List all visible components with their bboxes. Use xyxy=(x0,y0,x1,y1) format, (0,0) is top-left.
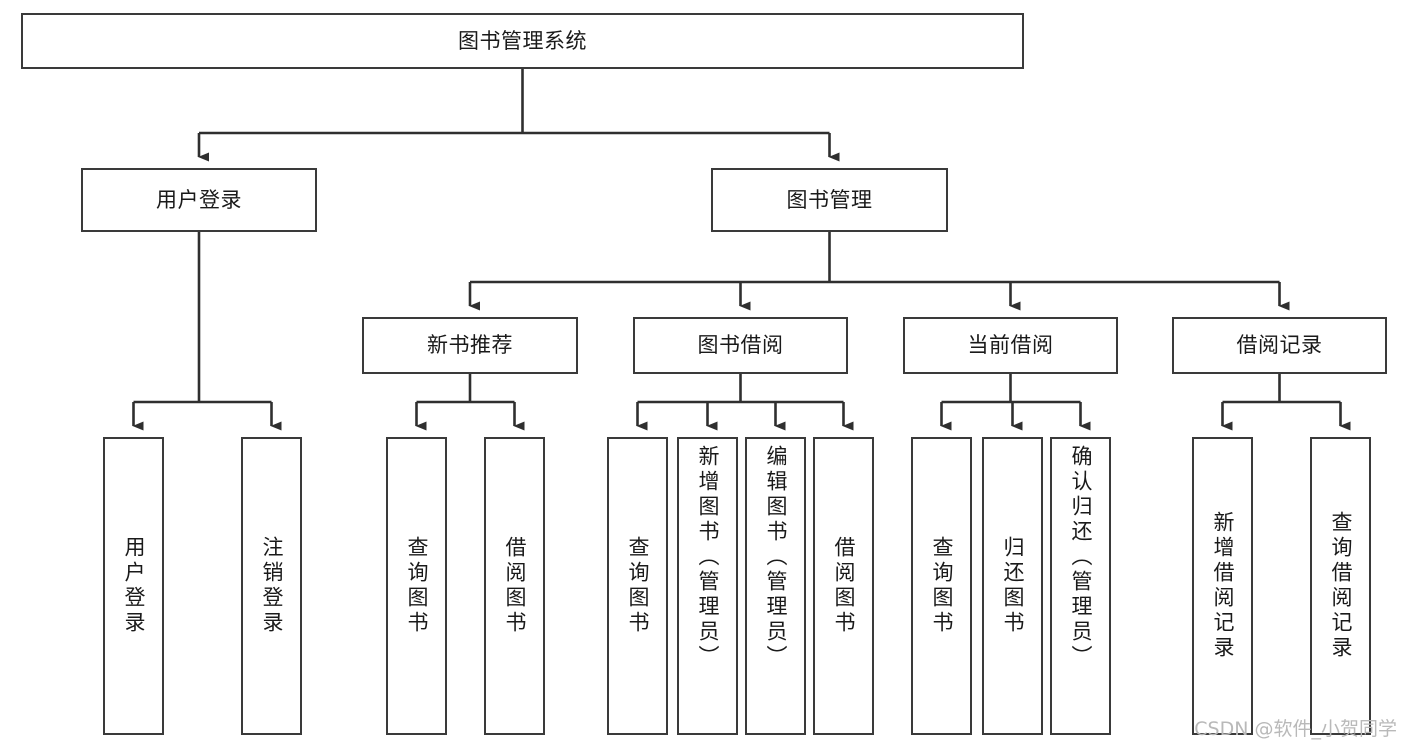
node-label: 查询图书 xyxy=(930,536,954,636)
node-label: 借阅图书 xyxy=(832,536,856,636)
node-new-book-recommend[interactable]: 新书推荐 xyxy=(362,317,578,374)
node-label: 查询图书 xyxy=(626,536,650,636)
node-borrow-record[interactable]: 借阅记录 xyxy=(1172,317,1387,374)
node-leaf-query-book-2[interactable]: 查询图书 xyxy=(607,437,668,735)
node-leaf-add-borrow-record[interactable]: 新增借阅记录 xyxy=(1192,437,1253,735)
node-book-borrow[interactable]: 图书借阅 xyxy=(633,317,848,374)
node-leaf-confirm-return-admin[interactable]: 确认归还（管理员） xyxy=(1050,437,1111,735)
node-label: 图书管理 xyxy=(786,187,873,212)
node-root[interactable]: 图书管理系统 xyxy=(21,13,1024,69)
node-label: 注销登录 xyxy=(260,536,284,636)
node-label: 用户登录 xyxy=(122,536,146,636)
node-leaf-borrow-book-1[interactable]: 借阅图书 xyxy=(484,437,545,735)
node-leaf-borrow-book-2[interactable]: 借阅图书 xyxy=(813,437,874,735)
node-label: 借阅记录 xyxy=(1236,333,1323,358)
node-label: 当前借阅 xyxy=(967,333,1054,358)
node-book-manage[interactable]: 图书管理 xyxy=(711,168,948,232)
node-label: 新增图书（管理员） xyxy=(696,445,720,670)
node-label: 借阅图书 xyxy=(503,536,527,636)
node-label: 查询图书 xyxy=(405,536,429,636)
node-label: 用户登录 xyxy=(156,187,242,212)
node-label: 查询借阅记录 xyxy=(1329,511,1353,661)
node-label: 图书借阅 xyxy=(697,333,784,358)
node-leaf-user-login[interactable]: 用户登录 xyxy=(103,437,164,735)
node-label: 确认归还（管理员） xyxy=(1069,445,1093,670)
node-label: 新书推荐 xyxy=(427,333,513,358)
node-label: 图书管理系统 xyxy=(458,28,587,53)
node-leaf-add-book-admin[interactable]: 新增图书（管理员） xyxy=(677,437,738,735)
node-current-borrow[interactable]: 当前借阅 xyxy=(903,317,1118,374)
node-leaf-query-borrow-record[interactable]: 查询借阅记录 xyxy=(1310,437,1371,735)
node-label: 新增借阅记录 xyxy=(1211,511,1235,661)
node-label: 编辑图书（管理员） xyxy=(764,445,788,670)
node-leaf-query-book-3[interactable]: 查询图书 xyxy=(911,437,972,735)
node-user-login[interactable]: 用户登录 xyxy=(81,168,317,232)
node-leaf-return-book[interactable]: 归还图书 xyxy=(982,437,1043,735)
node-label: 归还图书 xyxy=(1001,536,1025,636)
csdn-watermark: CSDN @软件_小贺同学 xyxy=(1194,718,1397,740)
node-leaf-edit-book-admin[interactable]: 编辑图书（管理员） xyxy=(745,437,806,735)
node-leaf-query-book-1[interactable]: 查询图书 xyxy=(386,437,447,735)
node-leaf-logout-login[interactable]: 注销登录 xyxy=(241,437,302,735)
